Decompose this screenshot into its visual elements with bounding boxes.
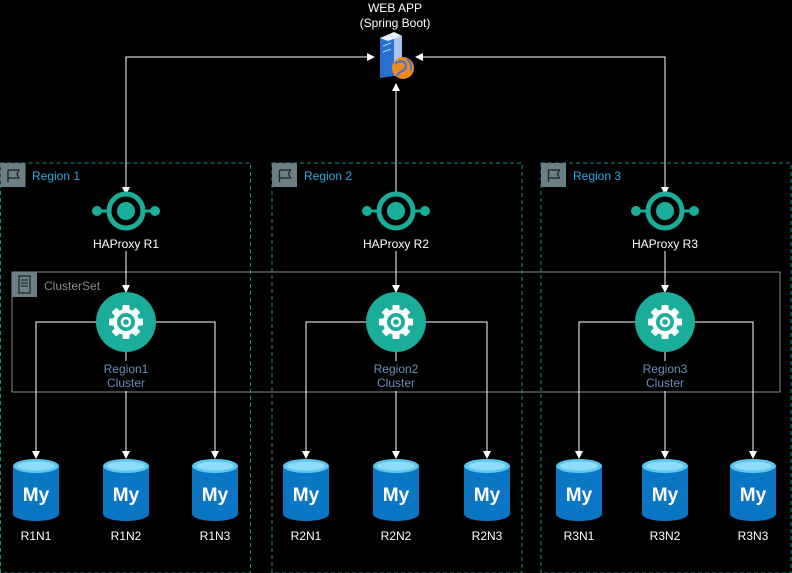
mysql-database-icon: My xyxy=(13,459,59,521)
db-node-label: R3N2 xyxy=(650,529,681,543)
haproxy-label: HAProxy R3 xyxy=(632,237,698,251)
region3-cluster: Region3 Cluster xyxy=(635,292,695,391)
web-server-icon xyxy=(380,32,414,79)
region-1-container: Region 1 xyxy=(0,162,251,573)
cluster-circle xyxy=(635,292,695,352)
flag-icon xyxy=(272,163,297,187)
mysql-logo-text: My xyxy=(474,485,501,506)
cluster-label: Region1 xyxy=(104,362,149,376)
cluster-sublabel: Cluster xyxy=(107,376,145,390)
clusterset-label: ClusterSet xyxy=(44,279,101,293)
cluster-label: Region2 xyxy=(374,362,419,376)
db-node-label: R2N1 xyxy=(291,529,322,543)
cluster-circle xyxy=(366,292,426,352)
mysql-database-icon: My xyxy=(730,459,776,521)
load-balancer-icon xyxy=(631,191,699,231)
db-node-label: R2N2 xyxy=(381,529,412,543)
cluster-sublabel: Cluster xyxy=(377,376,415,390)
flag-icon xyxy=(0,163,26,187)
load-balancer-icon xyxy=(362,191,430,231)
region-1-label: Region 1 xyxy=(32,169,80,183)
mysql-logo-text: My xyxy=(113,485,140,506)
webapp-title: WEB APP xyxy=(368,1,422,15)
webapp-subtitle: (Spring Boot) xyxy=(360,16,431,30)
mysql-database-icon: My xyxy=(556,459,602,521)
mysql-logo-text: My xyxy=(293,485,320,506)
mysql-logo-text: My xyxy=(383,485,410,506)
database-nodes: MyR1N1MyR1N2MyR1N3MyR2N1MyR2N2MyR2N3MyR3… xyxy=(13,459,776,543)
mysql-logo-text: My xyxy=(202,485,229,506)
region-2-label: Region 2 xyxy=(304,169,352,183)
load-balancer-icon xyxy=(92,191,160,231)
mysql-database-icon: My xyxy=(103,459,149,521)
mysql-logo-text: My xyxy=(652,485,679,506)
webapp-node: WEB APP (Spring Boot) xyxy=(358,1,432,79)
mysql-database-icon: My xyxy=(373,459,419,521)
haproxy-label: HAProxy R1 xyxy=(93,237,159,251)
db-node-label: R3N1 xyxy=(564,529,595,543)
gear-icon xyxy=(648,305,682,339)
mysql-logo-text: My xyxy=(566,485,593,506)
db-node-label: R3N3 xyxy=(738,529,769,543)
haproxy-r1: HAProxy R1 xyxy=(92,191,160,251)
gear-icon xyxy=(109,305,143,339)
cluster-circle xyxy=(96,292,156,352)
region1-cluster: Region1 Cluster xyxy=(96,292,156,391)
mysql-database-icon: My xyxy=(642,459,688,521)
db-node-label: R1N3 xyxy=(200,529,231,543)
flag-icon xyxy=(541,163,566,187)
server-icon xyxy=(12,272,37,297)
region-3-label: Region 3 xyxy=(573,169,621,183)
haproxy-label: HAProxy R2 xyxy=(363,237,429,251)
db-node-label: R1N2 xyxy=(111,529,142,543)
mysql-logo-text: My xyxy=(740,485,767,506)
db-node-label: R2N3 xyxy=(472,529,503,543)
mysql-database-icon: My xyxy=(283,459,329,521)
haproxy-r3: HAProxy R3 xyxy=(631,191,699,251)
connectors xyxy=(32,53,757,459)
haproxy-r2: HAProxy R2 xyxy=(362,191,430,251)
mysql-database-icon: My xyxy=(192,459,238,521)
region2-cluster: Region2 Cluster xyxy=(366,292,426,391)
cluster-label: Region3 xyxy=(643,362,688,376)
mysql-logo-text: My xyxy=(23,485,50,506)
gear-icon xyxy=(379,305,413,339)
mysql-database-icon: My xyxy=(464,459,510,521)
db-node-label: R1N1 xyxy=(21,529,52,543)
cluster-sublabel: Cluster xyxy=(646,376,684,390)
